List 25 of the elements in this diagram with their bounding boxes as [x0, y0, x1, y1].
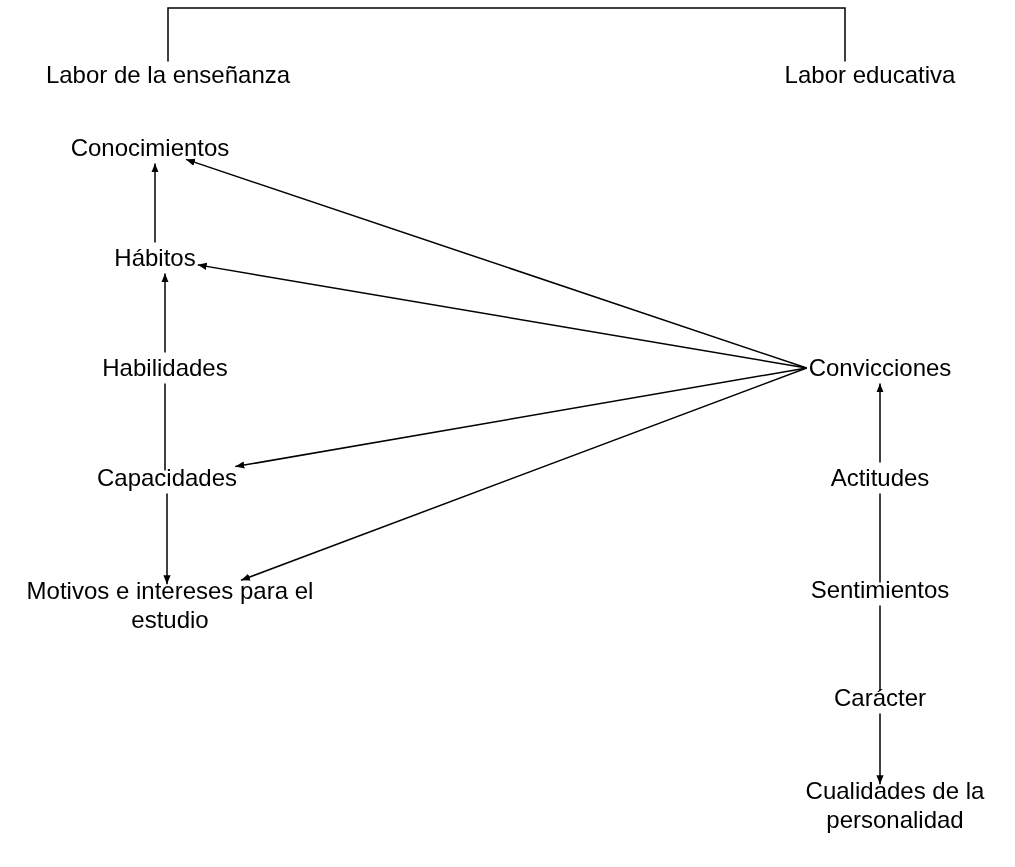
- node-text: Conocimientos: [70, 133, 230, 163]
- arrow: [163, 492, 171, 585]
- node-text: Actitudes: [830, 463, 930, 493]
- node-text: Labor de la enseñanza: [45, 60, 291, 90]
- arrow: [151, 162, 159, 244]
- node-text: Hábitos: [114, 243, 196, 273]
- connector-line: [164, 382, 166, 472]
- arrow: [876, 712, 884, 785]
- arrow: [240, 367, 808, 581]
- node-text: Capacidades: [96, 463, 238, 493]
- connector-line: [167, 7, 846, 63]
- connector-line: [879, 492, 881, 584]
- node-text: Cualidades de la personalidad: [790, 777, 1000, 835]
- node-text: Convicciones: [808, 353, 952, 383]
- arrow: [161, 272, 169, 354]
- arrow: [196, 262, 808, 369]
- arrow: [234, 367, 808, 469]
- node-text: Labor educativa: [784, 60, 956, 90]
- arrow: [185, 158, 808, 369]
- node-text: Habilidades: [102, 353, 228, 383]
- connector-line: [879, 604, 881, 692]
- arrow: [876, 382, 884, 464]
- node-text: Sentimientos: [810, 575, 950, 605]
- node-text: Carácter: [834, 683, 926, 713]
- node-text: Motivos e intereses para el estudio: [25, 577, 315, 635]
